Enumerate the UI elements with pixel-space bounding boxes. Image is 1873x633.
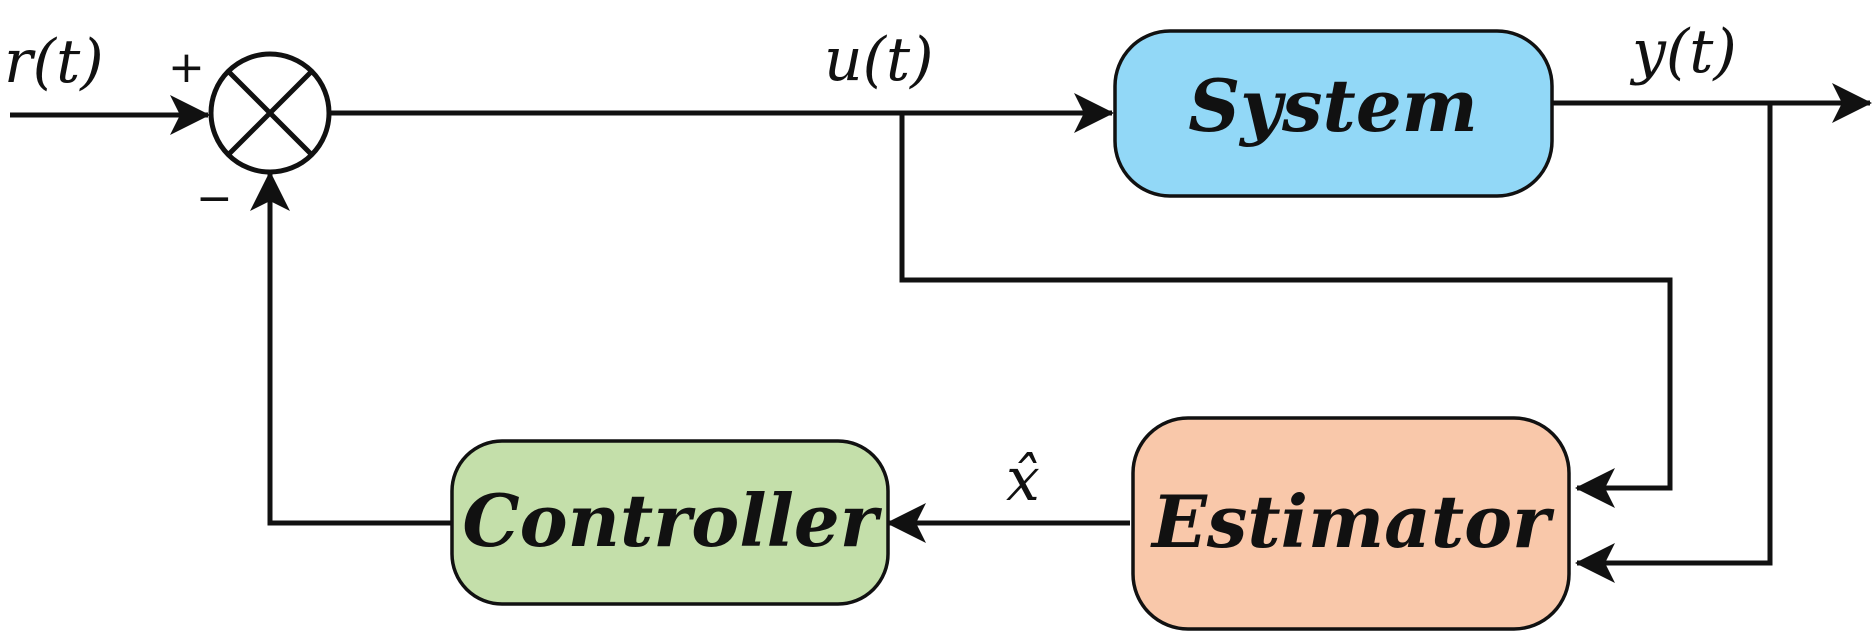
summing-junction xyxy=(208,51,332,175)
estimate-signal-label: x̂ xyxy=(1006,445,1040,515)
controller-label: Controller xyxy=(462,478,882,563)
feedback-arrow xyxy=(250,171,452,526)
estimator-block: Estimator xyxy=(1131,416,1571,631)
system-label: System xyxy=(1188,63,1478,148)
output-signal-label: y(t) xyxy=(1629,17,1737,87)
system-box xyxy=(1113,29,1554,198)
plus-sign: + xyxy=(168,42,205,93)
controller-block: Controller xyxy=(450,439,890,606)
minus-sign: − xyxy=(196,173,233,224)
input-to-estimator-wire xyxy=(899,113,1673,508)
estimator-label: Estimator xyxy=(1150,479,1555,564)
output-to-estimator-wire xyxy=(1575,103,1773,583)
controller-box xyxy=(450,439,890,606)
input-signal-label: u(t) xyxy=(824,25,934,95)
system-block: System xyxy=(1113,29,1554,198)
reference-signal-label: r(t) xyxy=(4,27,104,97)
estimator-box xyxy=(1131,416,1571,631)
